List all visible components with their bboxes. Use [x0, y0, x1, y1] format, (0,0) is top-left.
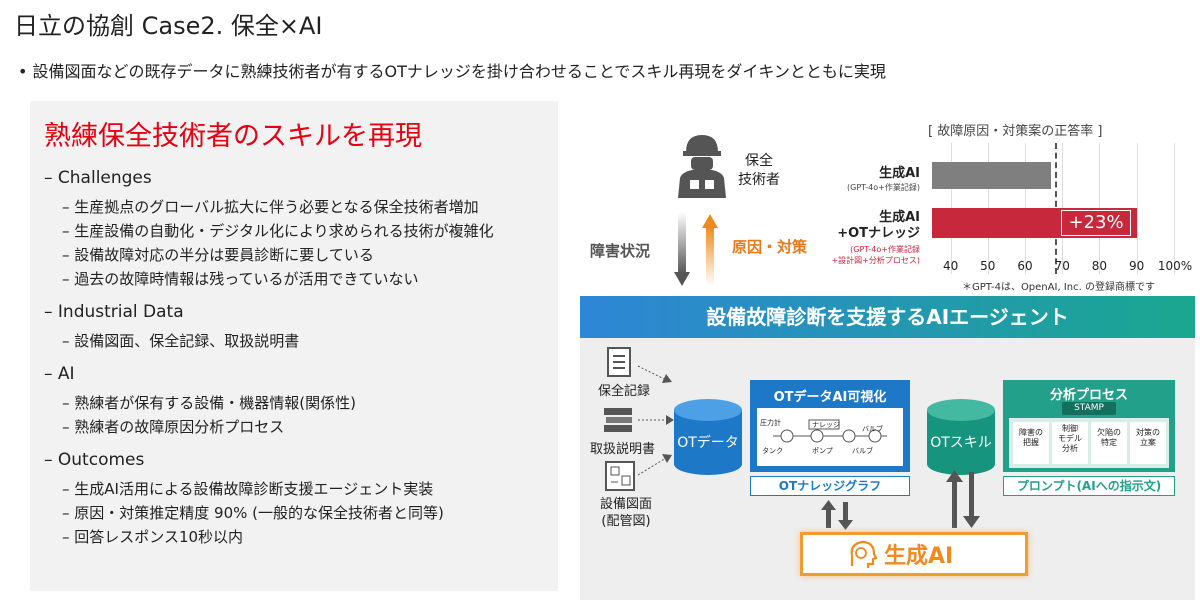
ai-item: – 熟練者が保有する設備・機器情報(関係性): [62, 394, 356, 412]
ot-skill-label: OTスキル: [930, 435, 992, 451]
source-label: 設備図面 (配管図): [600, 497, 653, 529]
challenge-item: – 過去の故障時情報は残っているが活用できていない: [62, 270, 419, 288]
ot-skill-cylinder: [927, 399, 995, 475]
graph-node-label: バルブ: [862, 425, 883, 433]
knowledge-graph-footer: OTナレッジグラフ: [750, 476, 910, 496]
technician-label: 保全 技術者: [738, 153, 780, 188]
fault-status-label: 障害状況: [590, 242, 651, 260]
prompt-footer: プロンプト(AIへの指示文): [1003, 476, 1175, 496]
section-title-ai: – AI: [44, 364, 75, 384]
outcome-item: – 回答レスポンス10秒以内: [62, 528, 244, 546]
process-step: 障害の 把握: [1013, 422, 1049, 464]
viz-title: OTデータAI可視化: [773, 390, 887, 405]
challenge-item: – 生産設備の自動化・デジタル化により求められる技術が複雑化: [62, 222, 494, 240]
ai-head-icon: [850, 540, 878, 568]
worker-icon: [678, 135, 726, 198]
chart-footnote: ＊GPT-4は、OpenAI, Inc. の登録商標です: [962, 282, 1155, 293]
panel-heading: 熟練保全技術者のスキルを再現: [44, 121, 422, 152]
data-item: – 設備図面、保全記録、取扱説明書: [62, 332, 300, 350]
graph-node-label: 圧力計: [760, 419, 781, 427]
section-title-outcomes: – Outcomes: [44, 450, 145, 470]
generative-ai-box: [800, 532, 1028, 576]
category-label: 生成AI +OTナレッジ: [837, 210, 920, 241]
chart-bar: [932, 162, 1052, 189]
graph-lines: [773, 419, 887, 443]
process-step: 対策の 立案: [1130, 422, 1166, 464]
ai-item: – 熟練者の故障原因分析プロセス: [62, 418, 285, 436]
tick-label: 70: [1054, 259, 1070, 273]
tick-label: 60: [1017, 259, 1033, 273]
chart-title: [ 故障原因・対策案の正答率 ]: [928, 124, 1103, 139]
challenge-item: – 生産拠点のグローバル拡大に伴う必要となる保全技術者増加: [62, 198, 479, 216]
section-title-challenges: – Challenges: [44, 168, 152, 188]
improvement-badge: +23%: [1061, 210, 1131, 236]
updown-arrows: [674, 212, 718, 286]
graph-node-label: バルブ: [852, 447, 873, 455]
generative-ai-label: 生成AI: [884, 544, 954, 569]
outcome-item: – 生成AI活用による設備故障診断支援エージェント実装: [62, 480, 434, 498]
process-step: 欠陥の 特定: [1091, 422, 1127, 464]
process-step: 制御 モデル 分析: [1052, 422, 1088, 464]
stamp-label: STAMP: [1062, 402, 1116, 415]
source-label: 取扱説明書: [590, 442, 656, 457]
source-label: 保全記録: [598, 384, 651, 399]
agent-banner: 設備故障診断を支援するAIエージェント: [580, 296, 1195, 338]
category-label: 生成AI: [879, 166, 920, 181]
manual-icon: [604, 408, 632, 432]
blueprint-icon: [605, 461, 635, 491]
process-title: 分析プロセス: [1049, 388, 1128, 403]
tick-label: 100%: [1157, 259, 1193, 273]
section-title-data: – Industrial Data: [44, 302, 184, 322]
left-panel: [30, 101, 558, 591]
document-icon: [607, 347, 631, 377]
category-note: (GPT-4o+作業記録): [847, 183, 920, 192]
outcome-item: – 原因・対策推定精度 90% (一般的な保全技術者と同等): [62, 504, 444, 522]
dotted-arrows: [637, 365, 674, 476]
graph-node-label: タンク: [762, 447, 783, 455]
challenge-item: – 設備故障対応の半分は要員診断に要している: [62, 246, 374, 264]
category-note: (GPT-4o+作業記録 +設計図+分析プロセス): [831, 245, 920, 265]
tick-label: 80: [1091, 259, 1108, 273]
page-title: 日立の協創 Case2. 保全×AI: [14, 12, 323, 40]
graph-node-label: ポンプ: [812, 447, 833, 455]
bidirectional-arrow: [946, 470, 980, 528]
ot-data-label: OTデータ: [677, 435, 739, 451]
gridline: [1173, 143, 1175, 274]
graph-node-label: ナレッジ: [812, 421, 840, 429]
bidirectional-arrow: [821, 500, 853, 530]
gridline: [1136, 143, 1138, 274]
cause-action-label: 原因・対策: [732, 238, 808, 256]
page-subtitle: • 設備図面などの既存データに熟練技術者が有するOTナレッジを掛け合わせることで…: [18, 62, 886, 81]
tick-label: 50: [980, 259, 996, 273]
tick-label: 40: [942, 259, 959, 273]
tick-label: 90: [1128, 259, 1145, 273]
ot-data-cylinder: [674, 399, 742, 475]
